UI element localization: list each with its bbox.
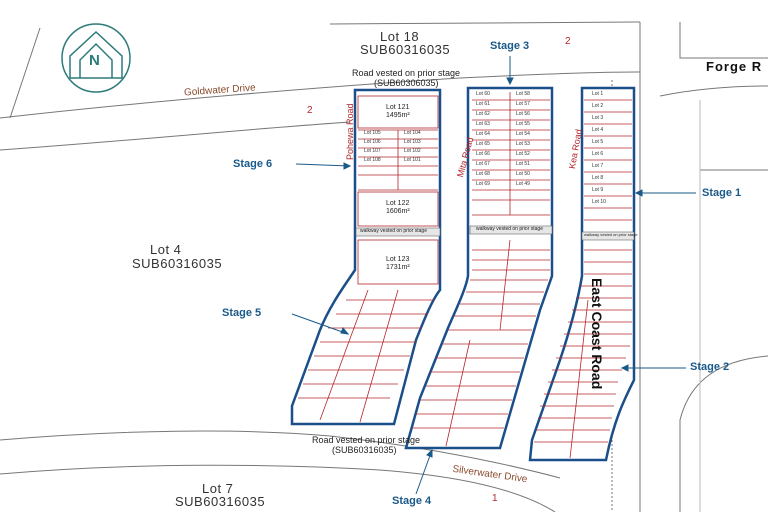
lot-grid [298,92,632,459]
lot-label: Lot 4 [592,127,604,133]
stage3-label: Stage 3 [490,40,530,52]
map-number-2-north: 2 [565,36,571,47]
goldwater-drive-south-edge [0,121,351,151]
lot7-name: Lot 7 [202,481,234,496]
lot-label: Lot 49 [516,181,530,187]
lot-label: Lot 69 [476,181,490,187]
stage1-2-block [528,86,636,462]
lot122-area: 1606m² [386,208,410,215]
stage5-label: Stage 5 [222,307,262,319]
lot-label: Lot 52 [516,151,530,157]
road-vested-bottom-ref: (SUB60316035) [332,445,397,455]
compass-rose [61,23,131,93]
lot-label: Lot 64 [476,131,490,137]
lot18-ref: SUB60316035 [360,42,451,57]
lot122-name: Lot 122 [386,200,410,207]
stage2-label: Stage 2 [690,361,730,373]
walkway-note-2: walkway vested on prior stage [476,226,543,232]
lot-label: Lot 108 [364,157,381,163]
lot-label: Lot 63 [476,121,490,127]
lot-label: Lot 67 [476,161,490,167]
lot123-name: Lot 123 [386,256,410,263]
lot-label: Lot 6 [592,151,604,157]
lot-label: Lot 61 [476,101,490,107]
lot-label: Lot 101 [404,157,421,163]
lot-label: Lot 107 [364,148,381,154]
lot-label: Lot 57 [516,101,530,107]
road-vested-top-ref: (SUB60306035) [374,78,439,88]
lot-label: Lot 58 [516,91,530,97]
walkway-note-1: walkway vested on prior stage [360,228,427,234]
compass-north-label: N [89,52,100,69]
walkways [355,225,635,241]
lot7-ref: SUB60316035 [175,494,266,509]
lot-label: Lot 62 [476,111,490,117]
lot-label: Lot 3 [592,115,604,121]
parcel-east [679,355,768,512]
lot-label: Lot 9 [592,187,604,193]
lot-label: Lot 104 [404,130,421,136]
lot-label: Lot 68 [476,171,490,177]
forge-road-south [659,85,768,97]
callout-arrows [291,56,696,495]
lot121-area: 1495m² [386,112,410,119]
lot18-west-boundary [9,27,41,119]
lot-label: Lot 65 [476,141,490,147]
lot-label: Lot 53 [516,141,530,147]
lot-label: Lot 51 [516,161,530,167]
map-number-2-west: 2 [307,105,313,116]
lot4-ref: SUB60316035 [132,256,223,271]
road-vested-bottom-note: Road vested on prior stage [312,435,421,445]
lot121-name: Lot 121 [386,104,410,111]
walkway-note-3: walkway vested on prior stage [584,232,638,237]
lot123-area: 1731m² [386,264,410,271]
stage4-label: Stage 4 [392,495,432,507]
lot-label: Lot 105 [364,130,381,136]
goldwater-drive-north-edge [0,71,641,119]
stage6-5-block [290,88,442,426]
lot4-name: Lot 4 [150,242,182,257]
lot-label: Lot 1 [592,91,604,97]
map-number-1: 1 [492,493,498,504]
stage6-label: Stage 6 [233,158,273,170]
pohewa-road-label: Pohewa Road [345,103,355,160]
lot18-north-boundary [329,21,641,25]
lot-label: Lot 8 [592,175,604,181]
east-coast-road-label: East Coast Road [589,278,605,390]
silverwater-drive-north-edge [0,430,561,479]
stage1-label: Stage 1 [702,187,742,199]
lot-label: Lot 7 [592,163,604,169]
lot-label: Lot 5 [592,139,604,145]
lot-label: Lot 2 [592,103,604,109]
lot-label: Lot 10 [592,199,606,205]
lot-label: Lot 56 [516,111,530,117]
lot-label: Lot 102 [404,148,421,154]
lot-label: Lot 60 [476,91,490,97]
forge-road-north [679,22,768,59]
lot-label: Lot 103 [404,139,421,145]
road-vested-top-note: Road vested on prior stage [352,68,461,78]
lot18-name: Lot 18 [380,29,420,44]
lot-label: Lot 55 [516,121,530,127]
lot-label: Lot 66 [476,151,490,157]
lot-label: Lot 106 [364,139,381,145]
lot-label: Lot 50 [516,171,530,177]
forge-road-label: Forge R [706,59,763,74]
silverwater-drive-south-edge [0,464,556,512]
lot-label: Lot 54 [516,131,530,137]
big-lot-outlines [357,95,439,285]
